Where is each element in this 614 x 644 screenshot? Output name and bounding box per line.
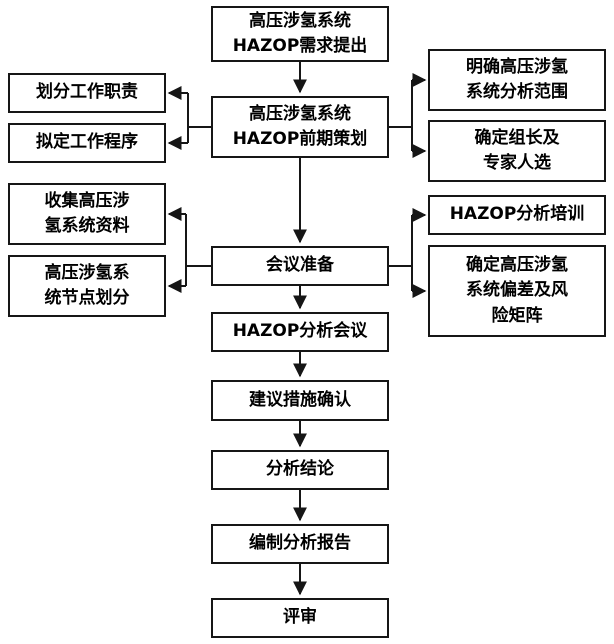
flow-box-hazop-requirement: 高压涉氢系统 HAZOP需求提出 [211,6,389,62]
flow-box-work-procedures: 拟定工作程序 [8,123,166,163]
flow-box-hazop-meeting: HAZOP分析会议 [211,312,389,352]
flow-box-measures-confirmation: 建议措施确认 [211,380,389,421]
flow-box-analysis-scope: 明确高压涉氢 系统分析范围 [428,49,606,111]
flow-box-hazop-training: HAZOP分析培训 [428,195,606,235]
flow-box-meeting-preparation: 会议准备 [211,246,389,286]
flow-box-analysis-conclusion: 分析结论 [211,450,389,490]
flow-box-hazop-preplanning: 高压涉氢系统 HAZOP前期策划 [211,96,389,158]
flow-box-node-division: 高压涉氢系 统节点划分 [8,255,166,317]
flow-box-work-duties: 划分工作职责 [8,73,166,113]
flow-box-collect-data: 收集高压涉 氢系统资料 [8,183,166,245]
flow-box-leader-experts: 确定组长及 专家人选 [428,120,606,182]
flow-box-deviation-risk-matrix: 确定高压涉氢 系统偏差及风 险矩阵 [428,245,606,337]
flow-box-analysis-report: 编制分析报告 [211,524,389,564]
flow-box-review: 评审 [211,598,389,638]
